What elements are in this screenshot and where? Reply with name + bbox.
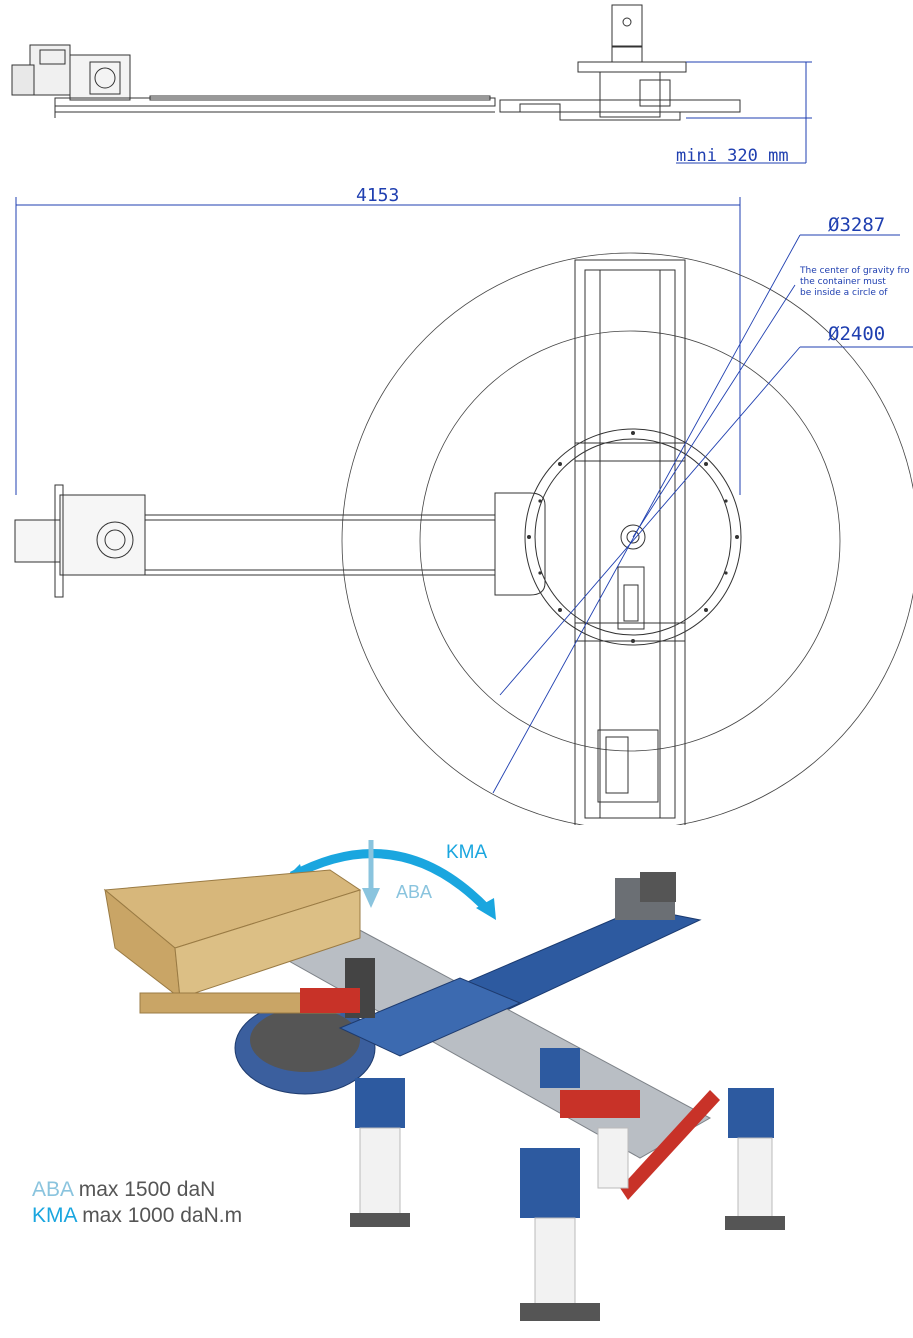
- side-height-dimension: mini 320 mm: [676, 146, 789, 166]
- legend-kma-text: max 1000 daN.m: [76, 1204, 243, 1227]
- legend-aba-name: ABA: [32, 1178, 73, 1201]
- legend-kma-name: KMA: [32, 1204, 77, 1227]
- outer-circle-dimension: Ø3287: [828, 214, 885, 236]
- inner-circle: [419, 330, 841, 752]
- side-view-drawing: mini 320 mm: [11, 4, 812, 166]
- aba-arrow-label: ABA: [396, 882, 432, 902]
- machine-photo: KMA ABA: [103, 840, 785, 1321]
- length-dimension: 4153: [356, 185, 399, 206]
- cog-note-line-3: be inside a circle of: [800, 288, 888, 298]
- outer-circle: [341, 252, 913, 825]
- lower-carriage: [597, 729, 659, 803]
- cog-note-line-1: The center of gravity fro: [799, 266, 910, 276]
- inner-circle-dimension: Ø2400: [828, 323, 885, 345]
- kma-rotation-arrow: [289, 849, 492, 914]
- top-arm: [144, 514, 496, 576]
- side-motor: [29, 44, 71, 96]
- legend-aba-text: max 1500 daN: [72, 1178, 216, 1201]
- top-view-drawing: 4153: [14, 185, 913, 825]
- side-turntable: [499, 99, 741, 113]
- turntable-ring: [524, 428, 742, 646]
- legend-row-kma: KMA max 1000 daN.m: [32, 1203, 242, 1229]
- cog-note-line-2: the container must: [800, 277, 886, 287]
- legend-row-aba: ABA max 1500 daN: [32, 1177, 242, 1203]
- kma-arrow-label: KMA: [446, 842, 488, 863]
- top-rail-frame: [574, 259, 686, 825]
- load-legend: ABA max 1500 daN KMA max 1000 daN.m: [32, 1177, 242, 1229]
